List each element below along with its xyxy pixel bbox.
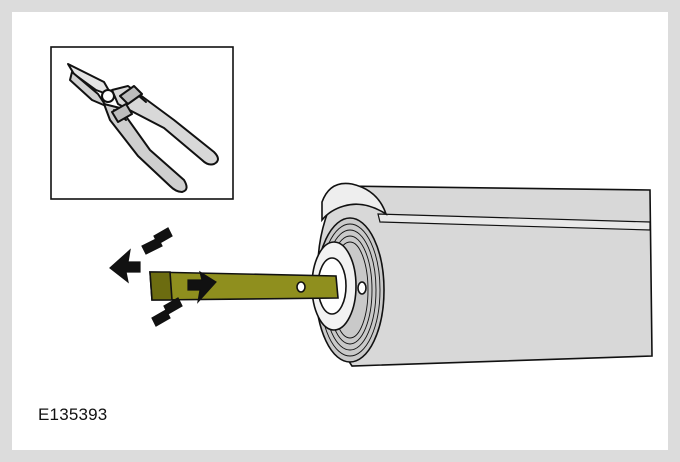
figure-id-label: E135393 [38,405,108,424]
shaft-rod [149,271,339,301]
pliers-icon [67,63,219,193]
tool-reference-box [50,46,234,200]
cylinder-assembly [311,182,653,367]
push-direction-arrow [151,270,217,327]
pull-direction-arrow [109,227,173,284]
